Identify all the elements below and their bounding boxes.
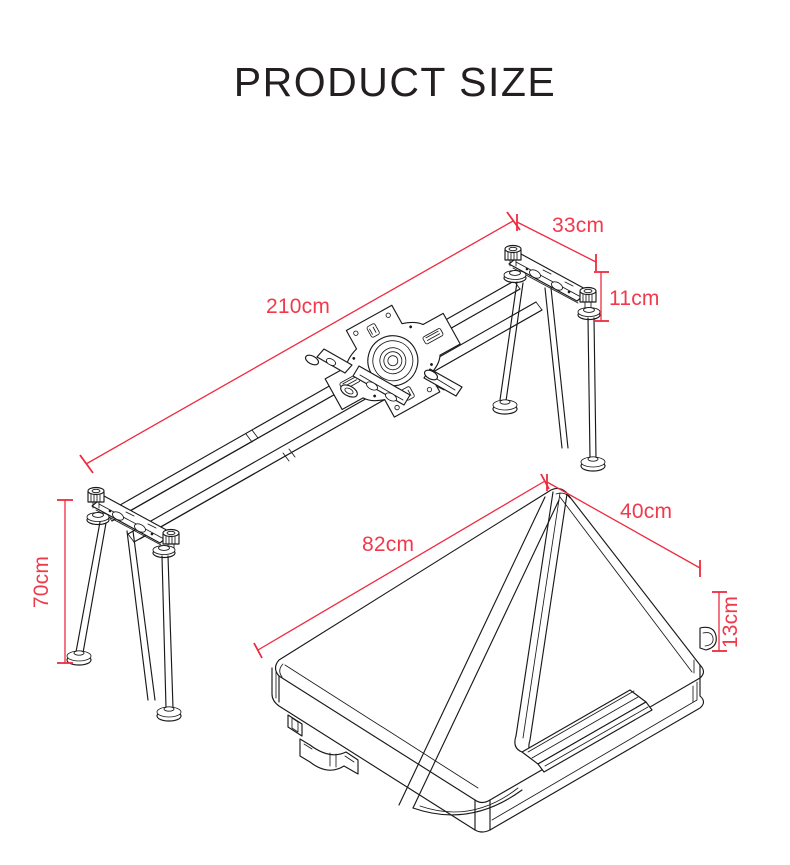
slider-foot-left-rear bbox=[86, 512, 110, 526]
dimension-annotations: 210cm 33cm 11cm bbox=[30, 211, 742, 664]
slider-foot-left-front bbox=[152, 545, 176, 559]
dimension-case-length: 82cm bbox=[253, 473, 550, 659]
case-handle bbox=[287, 714, 359, 775]
slider-knob-left-rear bbox=[87, 486, 105, 509]
slider-right-end-bracket bbox=[503, 244, 601, 321]
slider-knob-left-front bbox=[162, 528, 180, 551]
slider-carriage-plate bbox=[304, 304, 463, 418]
slider-knob-right-front bbox=[579, 286, 597, 309]
case-shoulder-strap bbox=[398, 491, 653, 809]
page-title: PRODUCT SIZE bbox=[233, 59, 557, 105]
slider-front-rail bbox=[127, 301, 543, 543]
dimension-label-40cm: 40cm bbox=[620, 500, 672, 523]
slider-left-end-bracket bbox=[86, 486, 180, 559]
carrying-case-illustration bbox=[271, 487, 717, 833]
slider-foot-right-leg-b bbox=[580, 456, 606, 472]
slider-knob-right-rear bbox=[504, 244, 522, 267]
dimension-slider-stand-height: 70cm bbox=[30, 499, 73, 664]
case-side-loop bbox=[699, 626, 717, 651]
slider-right-legs bbox=[492, 281, 606, 472]
dimension-case-width: 40cm bbox=[546, 474, 701, 577]
slider-carriage-truck-left bbox=[316, 348, 353, 374]
slider-foot-right-rear bbox=[503, 270, 527, 284]
dimension-label-210cm: 210cm bbox=[266, 295, 330, 318]
dimension-label-33cm: 33cm bbox=[552, 214, 604, 237]
dimension-slider-rail-height: 11cm bbox=[594, 271, 660, 322]
slider-carriage-truck-front bbox=[352, 365, 411, 406]
dimension-case-thickness: 13cm bbox=[712, 591, 742, 652]
case-strap-tail bbox=[412, 787, 523, 816]
camera-slider-illustration bbox=[66, 244, 606, 722]
slider-inner-rods bbox=[117, 288, 543, 540]
dimension-label-70cm: 70cm bbox=[30, 556, 53, 608]
dimension-label-11cm: 11cm bbox=[609, 287, 660, 310]
slider-foot-right-leg-a bbox=[492, 399, 518, 415]
dimension-label-13cm: 13cm bbox=[719, 596, 742, 648]
dimension-slider-width: 33cm bbox=[516, 214, 604, 271]
dimension-label-82cm: 82cm bbox=[362, 533, 414, 556]
slider-left-legs bbox=[66, 521, 182, 722]
slider-foot-right-front bbox=[577, 307, 601, 321]
dimension-slider-length: 210cm bbox=[79, 211, 521, 474]
slider-foot-left-leg-b bbox=[156, 706, 182, 722]
